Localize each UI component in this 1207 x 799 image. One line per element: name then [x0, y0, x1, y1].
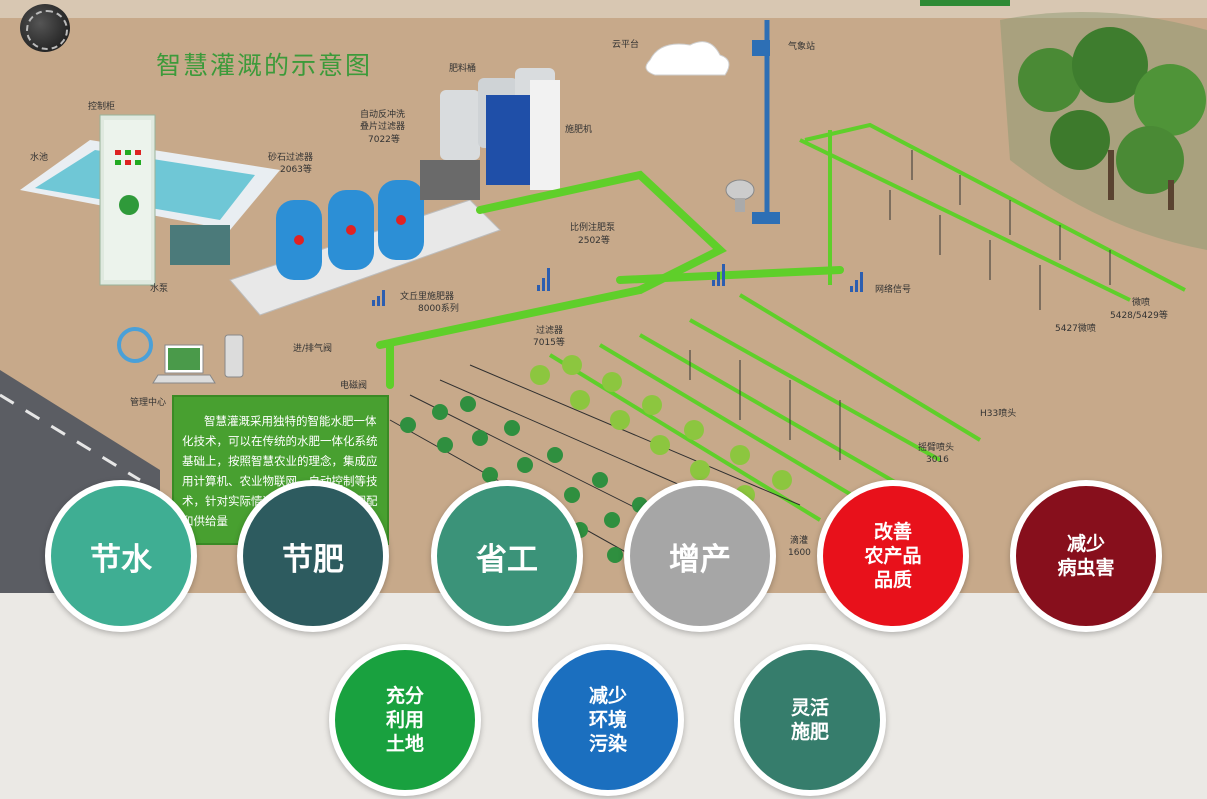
- benefit-save-water: 节水: [45, 480, 197, 632]
- label-fertilizer-tank: 肥料桶: [449, 64, 477, 74]
- tree-icon: [1018, 27, 1206, 210]
- benefit-line: 施肥: [790, 721, 829, 743]
- label-swing-sprinkler-2: 3016: [926, 455, 949, 465]
- label-filter-model: 7015等: [533, 338, 565, 348]
- benefit-label: 节水: [90, 541, 152, 578]
- benefit-label: 节肥: [282, 541, 344, 578]
- benefit-label: 省工: [476, 541, 538, 578]
- label-venturi-model: 8000系列: [418, 304, 459, 314]
- label-solenoid-valve: 电磁阀: [340, 381, 368, 391]
- label-self-clean-filter-1: 自动反冲洗: [360, 110, 406, 120]
- benefit-line: 土地: [385, 733, 424, 755]
- label-self-clean-filter-model: 7022等: [368, 135, 400, 145]
- benefit-line: 改善: [873, 521, 912, 543]
- irrigation-scene: 智慧灌溉的示意图 控制柜 水池 水泵 砂石过滤器 2063等 自动反冲洗 叠片过…: [0, 0, 1207, 593]
- label-proportional-pump: 比例注肥泵: [570, 223, 616, 233]
- label-micro-spray: 微喷: [1132, 298, 1151, 308]
- label-pool: 水池: [30, 153, 49, 163]
- benefit-line: 环境: [588, 709, 627, 731]
- label-sand-filter-model: 2063等: [280, 165, 312, 175]
- benefit-line: 灵活: [790, 697, 829, 719]
- label-micro-spray-model-b: 5427微喷: [1055, 324, 1096, 334]
- benefit-label: 增产: [669, 541, 731, 578]
- label-cloud-platform: 云平台: [612, 40, 640, 50]
- satellite-dish-icon: [725, 179, 755, 212]
- benefit-line: 品质: [873, 569, 912, 591]
- label-self-clean-filter-2: 叠片过滤器: [360, 122, 406, 132]
- benefit-flexible-fertilizing: 灵活 施肥: [734, 644, 886, 796]
- benefit-line: 农产品: [864, 545, 922, 567]
- label-micro-spray-model-a: 5428/5429等: [1110, 311, 1168, 321]
- globe-logo-icon: [20, 4, 70, 52]
- label-h33-sprinkler: H33喷头: [980, 409, 1017, 419]
- scene-artwork: [0, 0, 1207, 593]
- mobile-phone-icon: [224, 334, 244, 378]
- label-proportional-pump-model: 2502等: [578, 236, 610, 246]
- benefit-line: 病虫害: [1057, 557, 1115, 579]
- label-filter: 过滤器: [536, 326, 564, 336]
- label-pump: 水泵: [150, 284, 169, 294]
- label-weather-station: 气象站: [788, 42, 816, 52]
- label-network-signal: 网络信号: [875, 285, 912, 295]
- benefit-reduce-pollution: 减少 环境 污染: [532, 644, 684, 796]
- label-sand-filter: 砂石过滤器: [268, 153, 314, 163]
- label-venturi: 文丘里施肥器: [400, 292, 455, 302]
- benefit-increase-yield: 增产: [624, 480, 776, 632]
- benefit-improve-quality: 改善 农产品 品质: [817, 480, 969, 632]
- laptop-icon: [152, 344, 216, 384]
- benefit-save-fertilizer: 节肥: [237, 480, 389, 632]
- benefit-line: 减少: [588, 685, 627, 707]
- diagram-title: 智慧灌溉的示意图: [156, 51, 373, 80]
- benefit-line: 充分: [385, 685, 424, 707]
- label-swing-sprinkler-1: 摇臂喷头: [918, 443, 955, 453]
- label-drip-irrigation-2: 1600: [788, 548, 811, 558]
- label-fertilizer-machine: 施肥机: [565, 125, 593, 135]
- benefit-line: 利用: [385, 709, 424, 731]
- label-management-center: 管理中心: [130, 398, 167, 408]
- label-inlet-exhaust-valve: 进/排气阀: [293, 344, 333, 354]
- benefit-line: 污染: [588, 733, 627, 755]
- benefit-reduce-pests: 减少 病虫害: [1010, 480, 1162, 632]
- benefit-use-land: 充分 利用 土地: [329, 644, 481, 796]
- signal-bars-icon: [372, 264, 863, 306]
- label-control-cabinet: 控制柜: [88, 102, 116, 112]
- benefit-line: 减少: [1066, 533, 1105, 555]
- tree-icon: [530, 355, 792, 505]
- benefit-save-labor: 省工: [431, 480, 583, 632]
- label-drip-irrigation-1: 滴灌: [790, 536, 809, 546]
